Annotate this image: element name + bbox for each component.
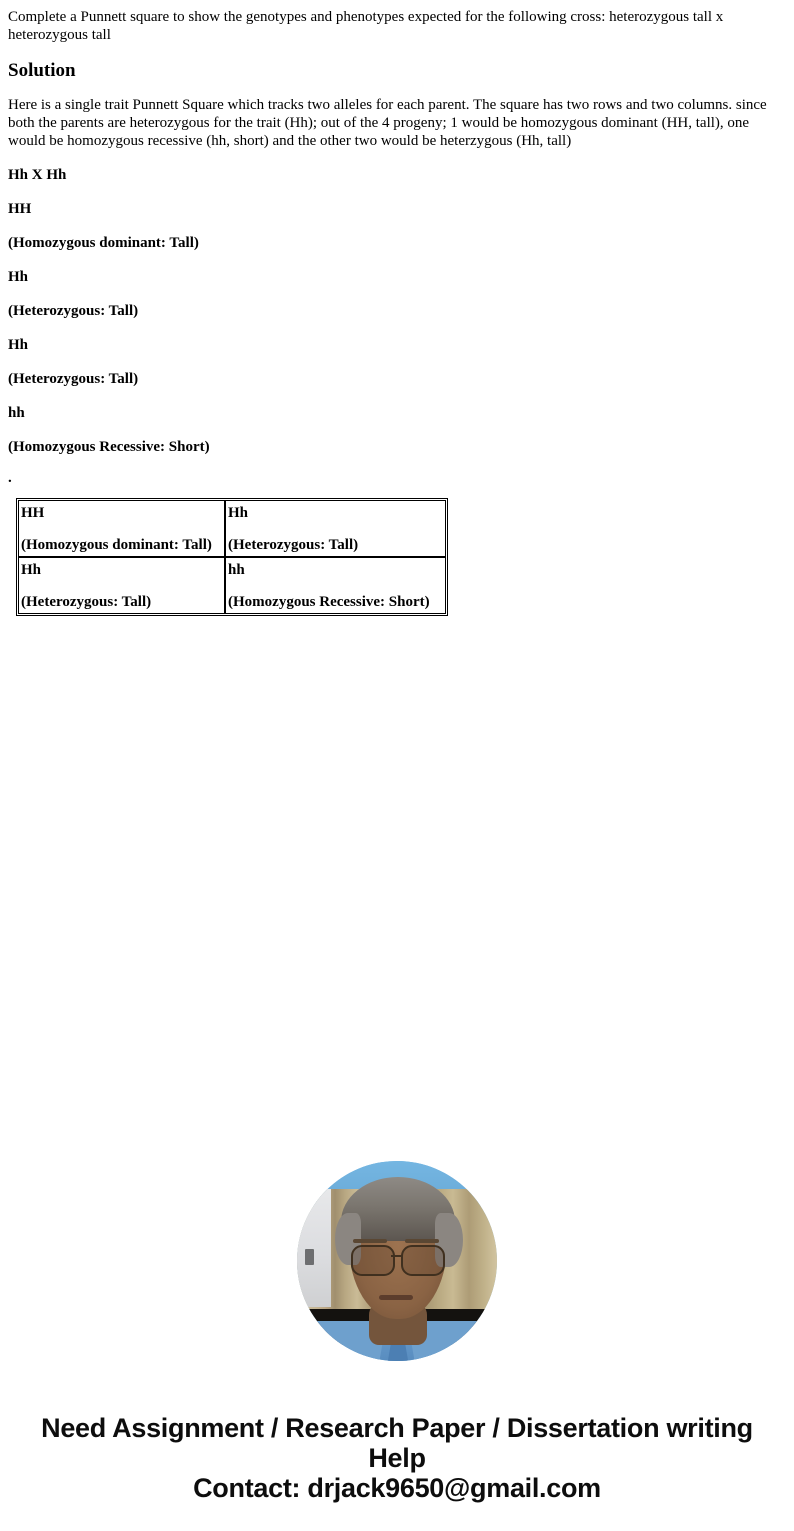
cell-phenotype: (Heterozygous: Tall) [228,537,359,553]
cell-phenotype: (Homozygous Recessive: Short) [228,594,430,610]
punnett-cell-hh-hetero-top: Hh (Heterozygous: Tall) [225,500,446,557]
photo-hair-right [435,1213,463,1267]
photo-eyebrow-left [353,1239,387,1243]
promo-contact: Contact: drjack9650@gmail.com [193,1473,601,1503]
outcome-phenotype-4: (Homozygous Recessive: Short) [8,439,210,455]
cross-label: Hh X Hh [8,167,67,183]
cell-phenotype: (Heterozygous: Tall) [21,594,152,610]
cell-genotype: Hh [21,562,42,578]
outcome-genotype-3: Hh [8,337,29,353]
promo-headline: Need Assignment / Research Paper / Disse… [41,1413,753,1473]
cell-phenotype: (Homozygous dominant: Tall) [21,537,212,553]
photo-eyeglass-right [401,1245,445,1276]
cell-genotype: hh [228,562,245,578]
photo-door-panel [297,1189,331,1307]
punnett-cell-hh-hetero-bottom: Hh (Heterozygous: Tall) [18,557,225,614]
outcome-genotype-2: Hh [8,269,29,285]
punnett-cell-hh-recessive: hh (Homozygous Recessive: Short) [225,557,446,614]
photo-eyeglass-left [351,1245,395,1276]
cell-genotype: Hh [228,505,249,521]
table-row: HH (Homozygous dominant: Tall) Hh (Heter… [18,500,446,557]
cell-genotype: HH [21,505,45,521]
outcome-genotype-1: HH [8,201,32,217]
avatar-wrapper [297,1161,497,1361]
separator-dot: . [8,470,12,486]
photo-switch [305,1249,314,1265]
outcome-phenotype-3: (Heterozygous: Tall) [8,371,139,387]
table-row: Hh (Heterozygous: Tall) hh (Homozygous R… [18,557,446,614]
explanation-text: Here is a single trait Punnett Square wh… [8,97,767,149]
punnett-square-table: HH (Homozygous dominant: Tall) Hh (Heter… [16,498,448,616]
photo-eyebrow-right [405,1239,439,1243]
promo-footer: Need Assignment / Research Paper / Disse… [0,1138,794,1503]
document-body: Complete a Punnett square to show the ge… [0,8,794,616]
outcome-genotype-4: hh [8,405,25,421]
solution-heading: Solution [8,60,76,81]
question-text: Complete a Punnett square to show the ge… [8,9,724,43]
outcome-phenotype-1: (Homozygous dominant: Tall) [8,235,199,251]
photo-mouth [379,1295,413,1300]
outcome-phenotype-2: (Heterozygous: Tall) [8,303,139,319]
punnett-cell-hh-dominant: HH (Homozygous dominant: Tall) [18,500,225,557]
avatar [297,1161,497,1361]
photo-eyeglass-bridge [391,1255,403,1257]
